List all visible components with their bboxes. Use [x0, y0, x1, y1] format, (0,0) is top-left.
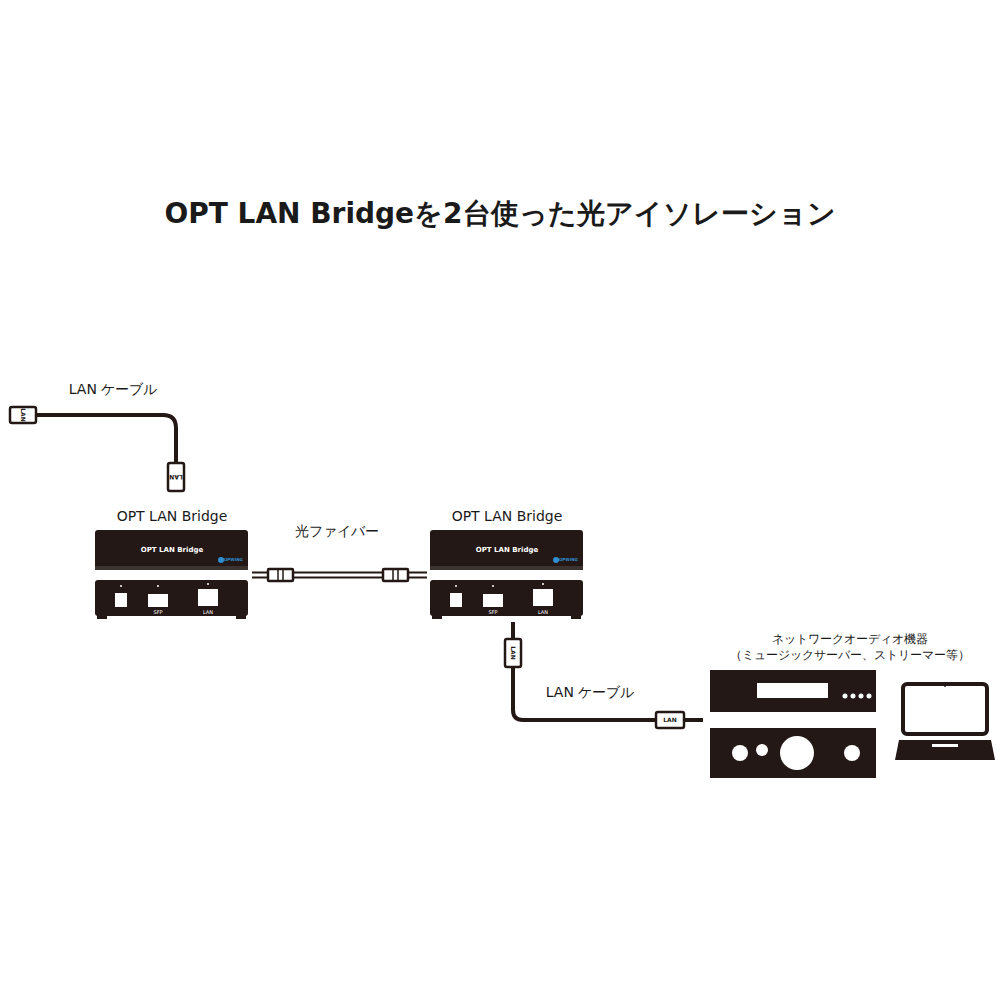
lan-cable — [513, 622, 703, 720]
lan-plug — [10, 407, 36, 423]
diagram-title: OPT LAN Bridgeを2台使った光アイソレーション — [0, 195, 1000, 233]
node-heading: OPT LAN Bridge — [427, 508, 587, 525]
plug-label: LAN — [510, 646, 516, 660]
plug-label: LAN — [663, 717, 677, 723]
port-label: LAN — [203, 610, 213, 615]
plug-label: LAN — [20, 408, 26, 422]
logo-text: TOPWING — [221, 558, 243, 562]
lan-plug — [168, 463, 184, 491]
audio-equipment — [710, 670, 876, 778]
device-node: OPT LAN BridgeOPT LAN Bridge — [427, 506, 587, 622]
lan-cable — [36, 415, 176, 463]
port-label: SFP — [153, 610, 162, 615]
device-node: ネットワークオーディオ機器 （ミュージックサーバー、ストリーマー等） — [703, 630, 997, 782]
node-text: OPT LAN Bridge — [427, 546, 587, 554]
lan-plug — [505, 639, 521, 667]
node-text: （ミュージックサーバー、ストリーマー等） — [703, 648, 997, 662]
edge-label: LAN ケーブル — [544, 684, 637, 700]
device-node: OPT LAN BridgeOPT LAN Bridge — [92, 506, 252, 622]
laptop — [895, 684, 995, 760]
node-heading: ネットワークオーディオ機器 — [703, 632, 997, 646]
fiber-plug — [268, 569, 293, 581]
cable-label: LAN ケーブル — [69, 382, 158, 396]
port-label: LAN — [538, 610, 548, 615]
lan-plug — [656, 712, 684, 728]
bridge-right — [430, 530, 583, 619]
node-heading: OPT LAN Bridge — [92, 508, 252, 525]
logo-text: TOPWING — [556, 558, 578, 562]
node-text: OPT LAN Bridge — [92, 546, 252, 554]
plug-label: LAN — [169, 474, 183, 480]
bridge-left — [95, 530, 248, 619]
fiber-plug — [383, 569, 408, 581]
edge-label: 光ファイバー — [293, 523, 381, 539]
port-label: SFP — [488, 610, 497, 615]
